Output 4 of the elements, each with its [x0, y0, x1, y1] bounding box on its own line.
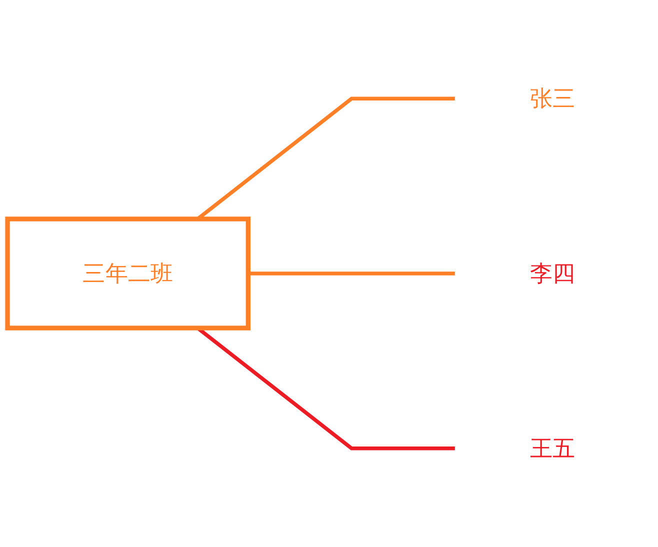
node-text: 王五 — [530, 435, 576, 462]
node-box: 三年二班 — [5, 216, 250, 330]
node-text: 张三 — [530, 86, 576, 112]
node-text: 李四 — [530, 260, 576, 287]
